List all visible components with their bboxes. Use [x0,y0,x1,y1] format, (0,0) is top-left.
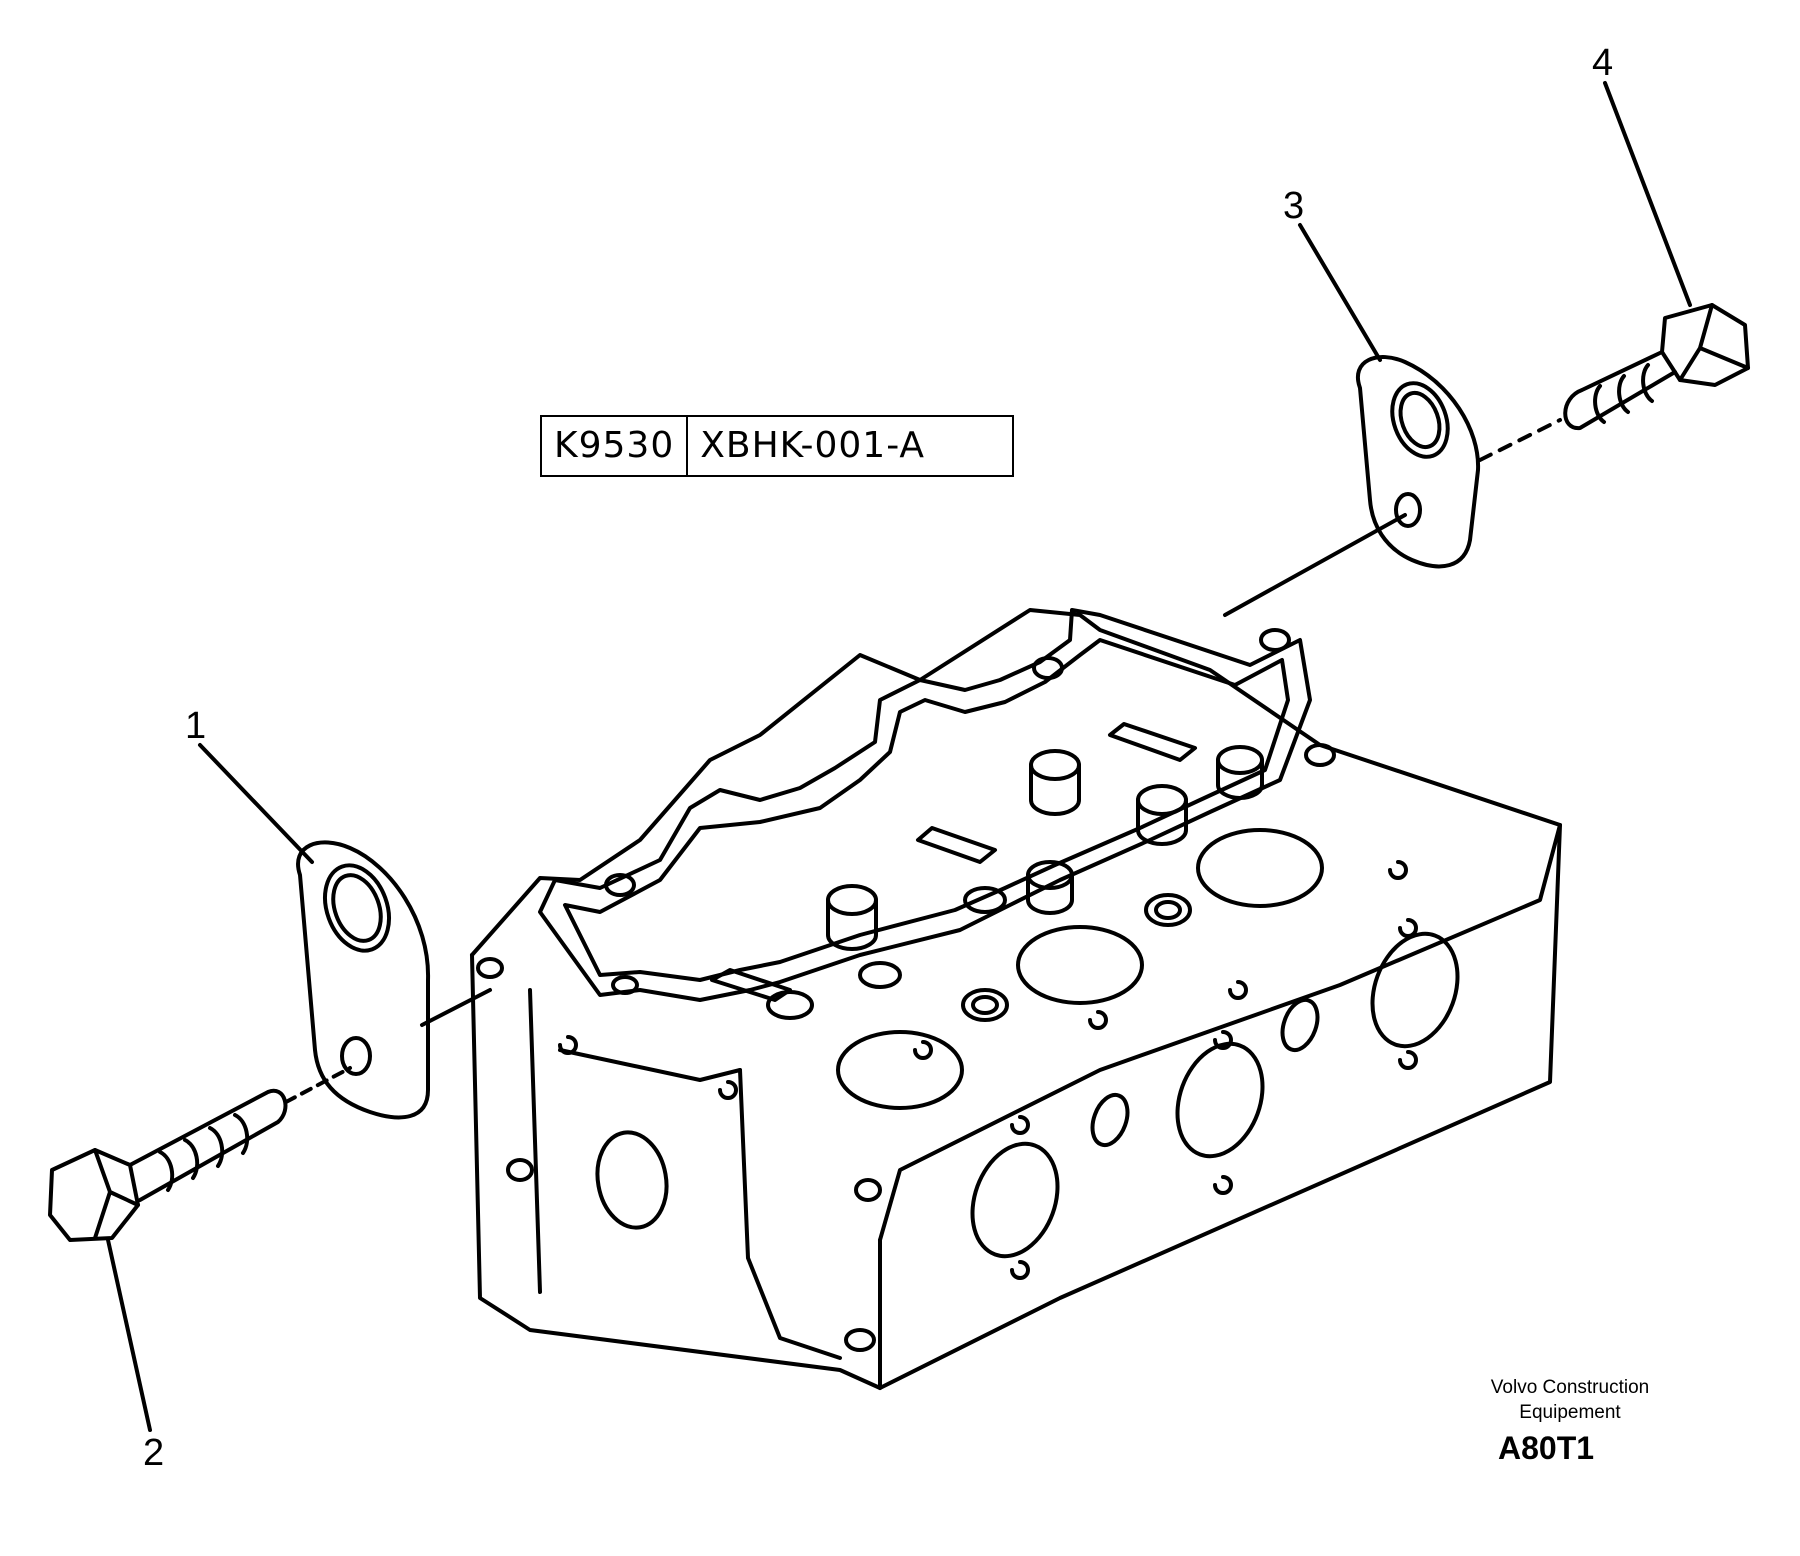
figure-code: A80T1 [1498,1430,1595,1466]
leader-line-2 [106,1238,152,1432]
bolt-left [48,1066,352,1242]
brand-line-2: Equipement [1519,1402,1621,1423]
reference-code-left: K9530 [554,425,675,466]
callout-label-4: 4 [1592,42,1614,84]
cylinder-head [470,608,1562,1390]
bolt-right [1563,303,1750,430]
leader-line-4 [1603,81,1692,307]
callout-label-1: 1 [185,705,207,747]
reference-number-box: K9530 XBHK-001-A [540,415,1015,477]
leader-line-3 [1298,223,1382,362]
callout-label-3: 3 [1283,185,1305,227]
brand-caption: Volvo Construction Equipement [1460,1375,1680,1425]
leader-line-1 [198,743,314,864]
reference-code-right: XBHK-001-A [686,417,1012,475]
callout-label-2: 2 [143,1432,165,1474]
brand-line-1: Volvo Construction [1490,1377,1650,1398]
lifting-eye-right [1223,355,1562,617]
lifting-eye-left [296,840,492,1120]
